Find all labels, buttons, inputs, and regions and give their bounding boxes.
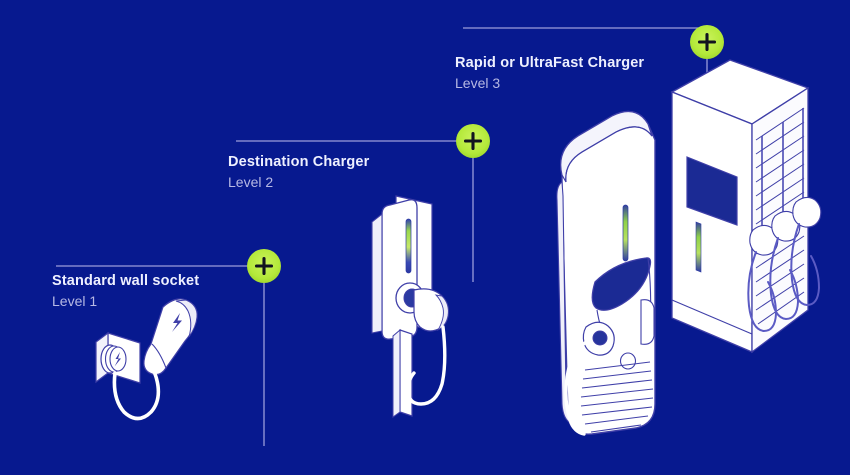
rapid-charger-port-inner <box>592 330 608 346</box>
ultrafast-connector-3 <box>792 196 822 228</box>
ultrafast-cable-2 <box>769 237 800 321</box>
rapid-charger-screen <box>591 257 652 311</box>
wallbox-led-strip <box>405 218 412 274</box>
callout-level-3: Rapid or UltraFast Charger Level 3 <box>455 54 644 92</box>
wallbox-post-side <box>392 328 401 418</box>
plug-handle-shade <box>175 299 198 338</box>
ultrafast-connectors <box>747 196 822 333</box>
ultrafast-front-trim <box>671 299 753 335</box>
rapid-charger-vents <box>580 361 654 433</box>
callout-level-1: Standard wall socket Level 1 <box>52 272 199 310</box>
callout-title: Rapid or UltraFast Charger <box>455 55 645 71</box>
wallbox-body <box>381 199 418 340</box>
wallbox-charger-illustration <box>371 195 449 418</box>
callout-subtitle: Level 3 <box>455 74 501 91</box>
wall-socket-illustration <box>95 298 198 421</box>
rapid-charger-button <box>619 352 637 370</box>
ultrafast-cable-1 <box>747 251 778 333</box>
ultrafast-screen <box>686 156 738 226</box>
ultrafast-connector-1 <box>749 224 779 256</box>
connector-line-level-1 <box>56 265 265 446</box>
wallbox-connector-shade <box>434 294 449 332</box>
rapid-charger-led-strip <box>622 204 629 262</box>
ultrafast-vents <box>755 107 805 325</box>
rapid-charger-card-reader <box>640 299 655 345</box>
rapid-charger-illustration <box>556 110 656 436</box>
callout-level-2: Destination Charger Level 2 <box>228 153 369 191</box>
ultrafast-cable-3 <box>790 223 821 307</box>
badge-level-2[interactable] <box>456 124 490 158</box>
ultrafast-front-face <box>671 91 753 353</box>
socket-cable <box>112 371 161 421</box>
callout-subtitle: Level 2 <box>228 173 274 190</box>
socket-bolt-icon <box>114 352 121 367</box>
badge-level-3[interactable] <box>690 25 724 59</box>
ultrafast-led-strip <box>695 221 702 273</box>
plus-icon <box>697 32 717 52</box>
rapid-charger-cable <box>564 339 590 436</box>
plus-icon <box>254 256 274 276</box>
plus-icon <box>463 131 483 151</box>
connector-line-level-2 <box>236 140 474 282</box>
badge-level-1[interactable] <box>247 249 281 283</box>
callout-title: Standard wall socket <box>52 273 200 289</box>
wallbox-post <box>399 329 413 417</box>
plug-cap-line <box>162 298 183 308</box>
callout-title: Destination Charger <box>228 154 370 170</box>
plug-collar <box>151 343 167 369</box>
callout-badges <box>247 25 724 283</box>
wallbox-left-edge <box>371 212 383 334</box>
callout-subtitle: Level 1 <box>52 292 98 309</box>
ultrafast-charger-illustration <box>670 59 822 354</box>
plug-bolt-icon <box>172 313 182 332</box>
wallbox-cable <box>406 325 447 406</box>
rapid-charger-cap-seam <box>565 126 653 183</box>
